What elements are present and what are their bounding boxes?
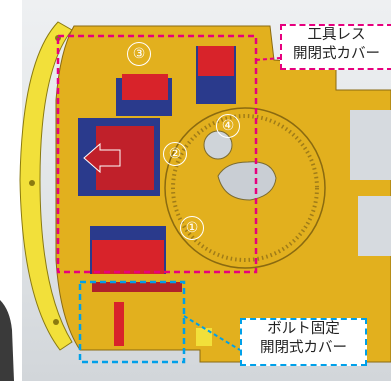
marker-1: ① [180, 216, 204, 240]
bolt-fixed-cover-callout: ボルト固定 開閉式カバー [240, 318, 367, 366]
red-module-3 [122, 74, 168, 100]
bolt-cover-frame [78, 280, 186, 364]
lower-yellow-block [196, 328, 212, 346]
bumper-bolt [29, 180, 35, 186]
callout-line-1: ボルト固定 [267, 321, 340, 337]
lower-red-post [114, 302, 124, 346]
callout-line-1: 工具レス [307, 27, 366, 43]
tool-free-cover-frame [56, 34, 258, 274]
bumper-bolt [53, 319, 59, 325]
turntable-teeth [171, 114, 319, 262]
marker-4: ④ [216, 114, 240, 138]
turntable-opening [217, 161, 277, 201]
callout-line-2: 開閉式カバー [293, 46, 380, 62]
callout-line-2: 開閉式カバー [260, 340, 347, 356]
turntable-ring [164, 107, 326, 269]
lower-red-bar [92, 282, 182, 292]
chassis-cutout [350, 110, 391, 180]
arrow-part [83, 142, 121, 174]
chassis-cutout [358, 196, 391, 256]
tool-free-cover-callout: 工具レス 開閉式カバー [280, 24, 391, 70]
red-module-top [198, 46, 234, 76]
marker-2: ② [163, 142, 187, 166]
wheel-fragment [0, 300, 14, 381]
bumper-arc [19, 21, 73, 351]
marker-3: ③ [127, 42, 151, 66]
red-module-1 [92, 240, 164, 274]
bolt-leader-line [183, 315, 241, 351]
